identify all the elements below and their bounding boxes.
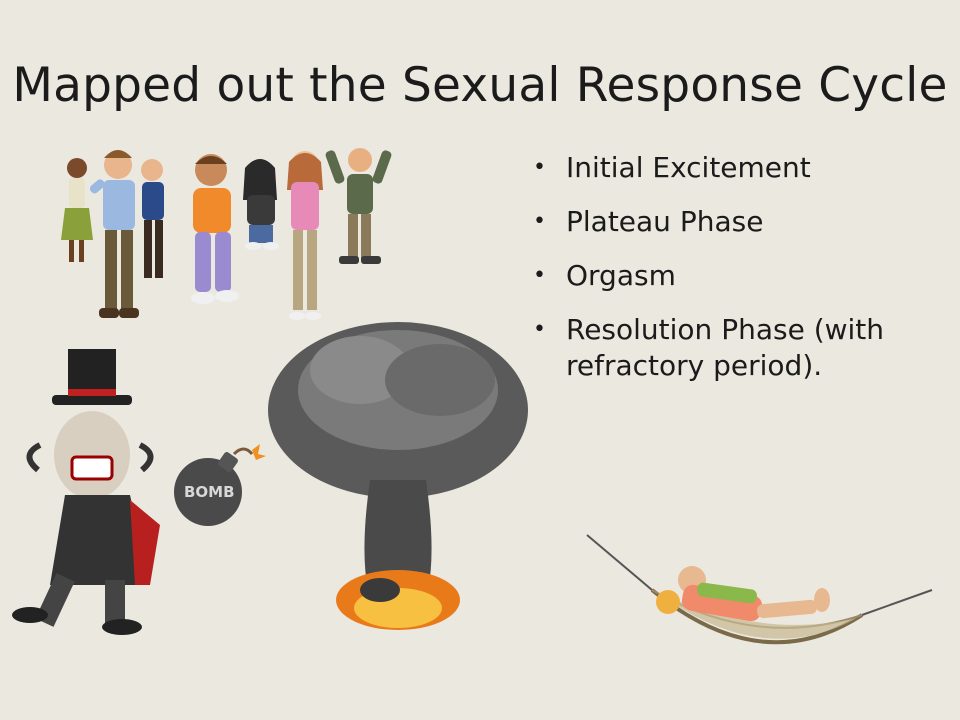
bullet-item: • Orgasm bbox=[530, 258, 930, 294]
person-figure bbox=[89, 150, 139, 318]
bullet-item: • Initial Excitement bbox=[530, 150, 930, 186]
person-figure bbox=[141, 159, 164, 278]
waving-people-image bbox=[61, 148, 392, 320]
bullet-item: • Resolution Phase (with refractory perio… bbox=[530, 312, 930, 384]
bullet-icon: • bbox=[533, 209, 546, 234]
bullet-text: Orgasm bbox=[566, 259, 676, 292]
bullet-text: Plateau Phase bbox=[566, 205, 764, 238]
bullet-icon: • bbox=[533, 317, 546, 342]
bullet-item: • Plateau Phase bbox=[530, 204, 930, 240]
hammock-image bbox=[586, 534, 933, 645]
bullet-icon: • bbox=[533, 155, 546, 180]
person-figure bbox=[61, 158, 93, 262]
slide-title: Mapped out the Sexual Response Cycle bbox=[12, 58, 948, 113]
person-figure bbox=[325, 148, 392, 264]
bullet-text: Resolution Phase (with refractory period… bbox=[566, 313, 885, 382]
explosion-image bbox=[268, 322, 528, 630]
bullet-icon: • bbox=[533, 263, 546, 288]
bomb-label: BOMB bbox=[184, 483, 235, 501]
person-figure bbox=[243, 159, 279, 250]
bullet-text: Initial Excitement bbox=[566, 151, 811, 184]
bomb-image: BOMB bbox=[174, 444, 266, 526]
bullet-list: • Initial Excitement • Plateau Phase • Orga… bbox=[530, 150, 930, 402]
person-figure bbox=[287, 151, 323, 320]
villain-image bbox=[12, 349, 160, 635]
person-figure bbox=[191, 154, 239, 304]
